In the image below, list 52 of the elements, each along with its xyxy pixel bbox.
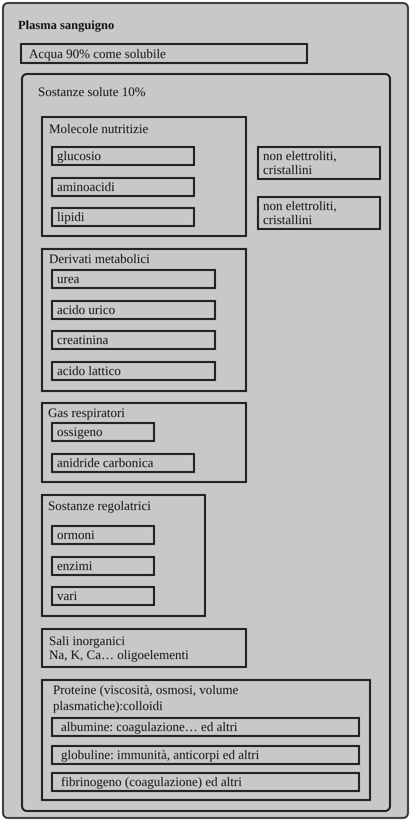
item-label: glucosio (57, 149, 102, 163)
group-heading: Molecole nutritizie (49, 121, 148, 137)
item-box (41, 628, 247, 668)
item-label: lipidi (57, 210, 84, 224)
item-box (51, 177, 195, 197)
panel-title: Plasma sanguigno (18, 17, 114, 33)
group-heading: Proteine (viscosità, osmosi, volume plasmatiche):colloidi (53, 682, 240, 714)
item-box (51, 422, 155, 442)
item-box (51, 525, 155, 545)
item-box (51, 717, 360, 737)
item-box (51, 556, 155, 576)
item-box (51, 745, 360, 765)
item-label: Na, K, Ca… oligoelementi (49, 648, 189, 662)
item-label: Acqua 90% come solubile (29, 46, 166, 60)
item-label: vari (57, 589, 78, 603)
group-heading: Derivati metabolici (49, 251, 150, 267)
item-box (257, 196, 381, 230)
group-panel (41, 402, 247, 483)
item-label: ossigeno (57, 425, 102, 439)
item-box (51, 330, 216, 350)
item-box (257, 146, 381, 180)
item-box (51, 453, 195, 473)
item-label: enzimi (57, 559, 92, 573)
item-label: acido lattico (57, 364, 121, 378)
item-box (51, 207, 195, 227)
item-label: non elettroliti, cristallini (263, 149, 338, 177)
group-heading: Gas respiratori (48, 405, 125, 421)
group-panel (41, 494, 206, 617)
item-label: albumine: coagulazione… ed altri (61, 720, 238, 734)
group-heading: Sostanze regolatrici (48, 498, 151, 514)
item-box (51, 361, 216, 381)
item-label: aminoacidi (57, 180, 115, 194)
item-label: urea (57, 272, 80, 286)
item-label: acido urico (57, 303, 116, 317)
item-label: creatinina (57, 333, 108, 347)
item-label: non elettroliti, cristallini (263, 199, 338, 227)
item-box (51, 146, 195, 166)
group-heading: Sostanze solute 10% (38, 84, 146, 100)
group-panel (41, 679, 371, 801)
item-box (20, 43, 308, 64)
item-box (51, 269, 216, 289)
item-box (51, 586, 155, 606)
item-label: Sali inorganici (49, 634, 125, 648)
item-label: globuline: immunità, anticorpi ed altri (61, 748, 260, 762)
item-label: fibrinogeno (coagulazione) ed altri (61, 775, 242, 789)
group-panel (41, 116, 247, 237)
item-box (51, 300, 216, 320)
item-label: anidride carbonica (57, 456, 154, 470)
group-panel (21, 73, 391, 812)
group-panel (41, 248, 247, 392)
item-label: ormoni (57, 528, 95, 542)
item-box (51, 772, 360, 792)
